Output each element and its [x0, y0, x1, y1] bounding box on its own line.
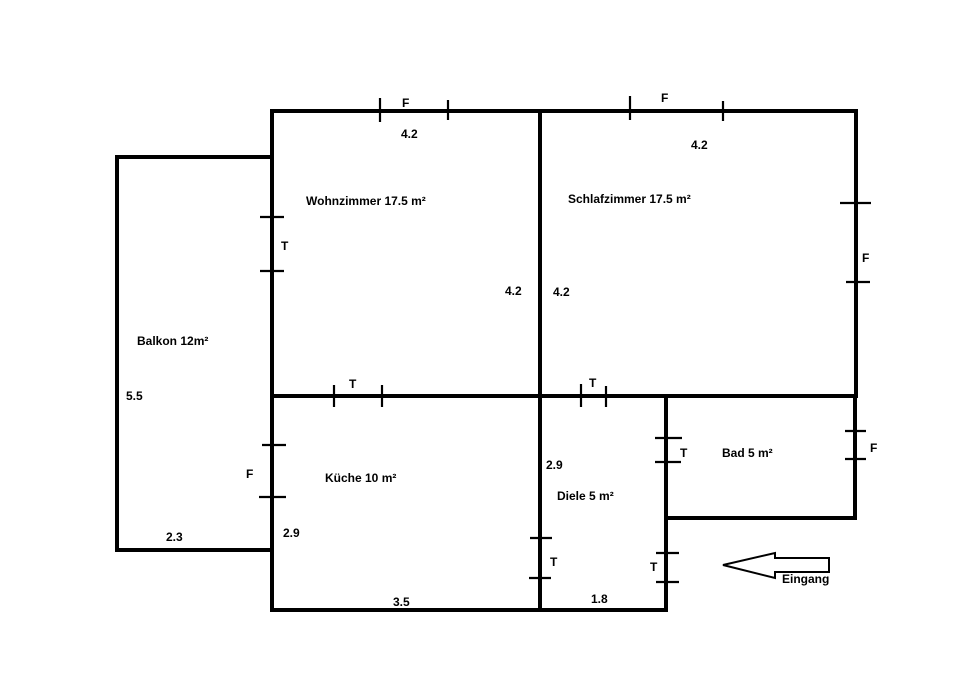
door-marker: T	[281, 239, 289, 253]
bad-outline	[666, 396, 857, 520]
window-marker: F	[402, 96, 409, 110]
room-label-schlafzimmer: Schlafzimmer 17.5 m²	[568, 192, 691, 206]
room-label-diele: Diele 5 m²	[557, 489, 614, 503]
dimension-label: 4.2	[401, 127, 418, 141]
door-marker: T	[650, 560, 658, 574]
dimension-label: 2.9	[283, 526, 300, 540]
balkon-outline	[115, 155, 274, 552]
window-marker: F	[661, 91, 668, 105]
dimension-label: 2.9	[546, 458, 563, 472]
dimension-label: 2.3	[166, 530, 183, 544]
dimension-label: 1.8	[591, 592, 608, 606]
dimension-label: 3.5	[393, 595, 410, 609]
window-marker: F	[246, 467, 253, 481]
door-marker: T	[589, 376, 597, 390]
upper-rooms-outline	[270, 109, 858, 398]
walls	[115, 109, 858, 612]
dimension-label: 4.2	[691, 138, 708, 152]
room-label-wohnzimmer: Wohnzimmer 17.5 m²	[306, 194, 426, 208]
window-marker: F	[862, 251, 869, 265]
dimension-label: 5.5	[126, 389, 143, 403]
dimension-label: 4.2	[505, 284, 522, 298]
dimension-label: 4.2	[553, 285, 570, 299]
room-label-kueche: Küche 10 m²	[325, 471, 396, 485]
room-label-bad: Bad 5 m²	[722, 446, 773, 460]
door-marker: T	[680, 446, 688, 460]
door-marker: T	[550, 555, 558, 569]
room-label-balkon: Balkon 12m²	[137, 334, 208, 348]
entrance-label: Eingang	[782, 572, 829, 586]
entrance-arrow-icon	[722, 551, 830, 580]
opening-ticks	[259, 96, 871, 584]
door-marker: T	[349, 377, 357, 391]
window-marker: F	[870, 441, 877, 455]
